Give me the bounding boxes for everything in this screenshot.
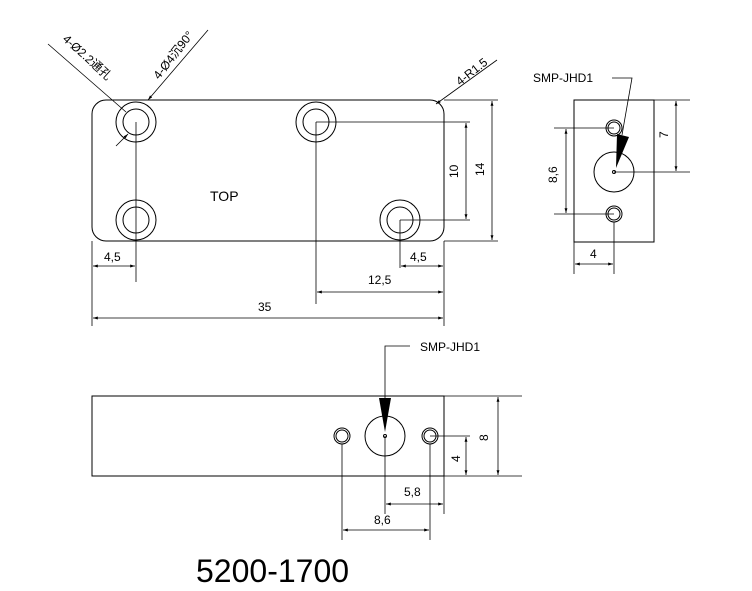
front-view: SMP-JHD1 4 8 5,8 8,6 <box>91 340 522 540</box>
top-view-outline <box>91 99 445 242</box>
top-view: TOP 4-Ø2.2通孔 4-Ø4沉90° 4-R1.5 4,5 4,5 12,… <box>47 28 498 326</box>
front-connector-pointer <box>379 398 391 432</box>
side-connector-label: SMP-JHD1 <box>533 71 593 85</box>
dim-overall-length: 35 <box>258 300 272 314</box>
dim-connector-height: 7 <box>657 131 671 138</box>
top-label: TOP <box>210 188 239 204</box>
side-view: SMP-JHD1 7 8,6 4 <box>533 71 690 274</box>
countersink-callout: 4-Ø4沉90° <box>150 28 196 82</box>
corner-radius-callout: 4-R1.5 <box>453 55 490 88</box>
dim-front-hole-spacing: 8,6 <box>374 513 391 527</box>
through-hole-callout: 4-Ø2.2通孔 <box>60 32 114 83</box>
dim-side-hole-offset: 4 <box>590 247 597 261</box>
side-connector-pointer <box>616 134 629 168</box>
dim-connector-center-height: 4 <box>449 455 463 462</box>
front-view-outline <box>91 395 445 477</box>
dim-connector-offset: 12,5 <box>368 273 392 287</box>
dim-hole-offset-left: 4,5 <box>104 250 121 264</box>
dim-side-hole-spacing: 8,6 <box>546 166 560 183</box>
dim-hole-spacing: 10 <box>447 164 461 178</box>
dim-front-overall-height: 8 <box>477 434 491 441</box>
dim-front-connector-offset: 5,8 <box>404 485 421 499</box>
front-hole-left <box>333 427 351 445</box>
part-number: 5200-1700 <box>196 553 349 589</box>
dim-hole-offset-right: 4,5 <box>410 250 427 264</box>
dim-overall-width: 14 <box>473 162 487 176</box>
front-connector-label: SMP-JHD1 <box>420 340 480 354</box>
